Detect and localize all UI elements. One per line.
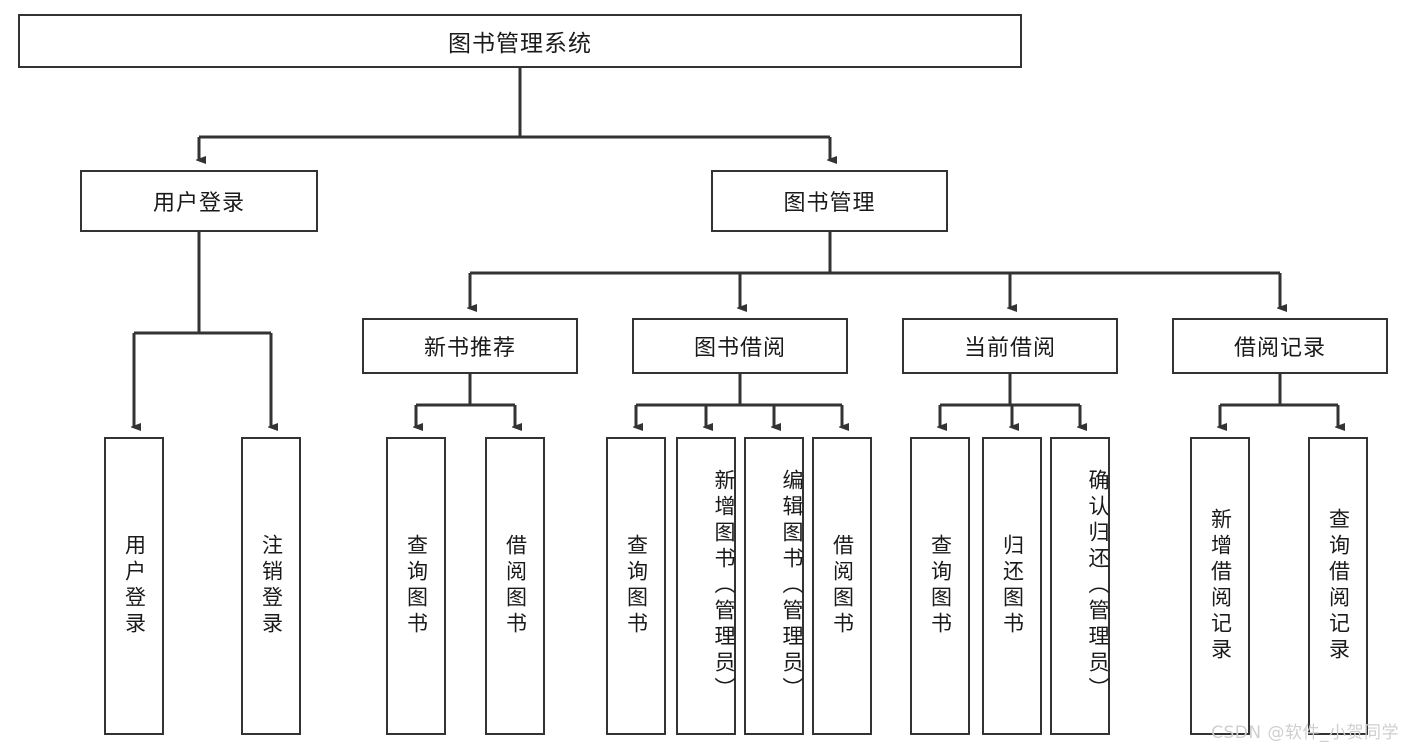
leaf-records-query-record[interactable]: 查询借阅记录 (1308, 437, 1368, 735)
leaf-user-login[interactable]: 用户登录 (104, 437, 164, 735)
leaf-current-confirm-return-admin[interactable]: 确认归还（管理员） (1050, 437, 1110, 735)
node-current-borrow[interactable]: 当前借阅 (902, 318, 1118, 374)
leaf-borrow-borrow-book[interactable]: 借阅图书 (812, 437, 872, 735)
csdn-watermark: CSDN @软件_小贺同学 (1211, 723, 1399, 743)
leaf-newbook-borrow-book[interactable]: 借阅图书 (485, 437, 545, 735)
node-book-borrow[interactable]: 图书借阅 (632, 318, 848, 374)
node-user-login[interactable]: 用户登录 (80, 170, 318, 232)
leaf-current-return-book[interactable]: 归还图书 (982, 437, 1042, 735)
leaf-records-add-record[interactable]: 新增借阅记录 (1190, 437, 1250, 735)
leaf-current-query-book[interactable]: 查询图书 (910, 437, 970, 735)
leaf-borrow-edit-book-admin[interactable]: 编辑图书（管理员） (744, 437, 804, 735)
node-new-book-recommend[interactable]: 新书推荐 (362, 318, 578, 374)
leaf-user-logout[interactable]: 注销登录 (241, 437, 301, 735)
node-borrow-records[interactable]: 借阅记录 (1172, 318, 1388, 374)
node-book-management[interactable]: 图书管理 (711, 170, 948, 232)
leaf-borrow-add-book-admin[interactable]: 新增图书（管理员） (676, 437, 736, 735)
leaf-borrow-query-book[interactable]: 查询图书 (606, 437, 666, 735)
node-root-system[interactable]: 图书管理系统 (18, 14, 1022, 68)
leaf-newbook-query-book[interactable]: 查询图书 (386, 437, 446, 735)
